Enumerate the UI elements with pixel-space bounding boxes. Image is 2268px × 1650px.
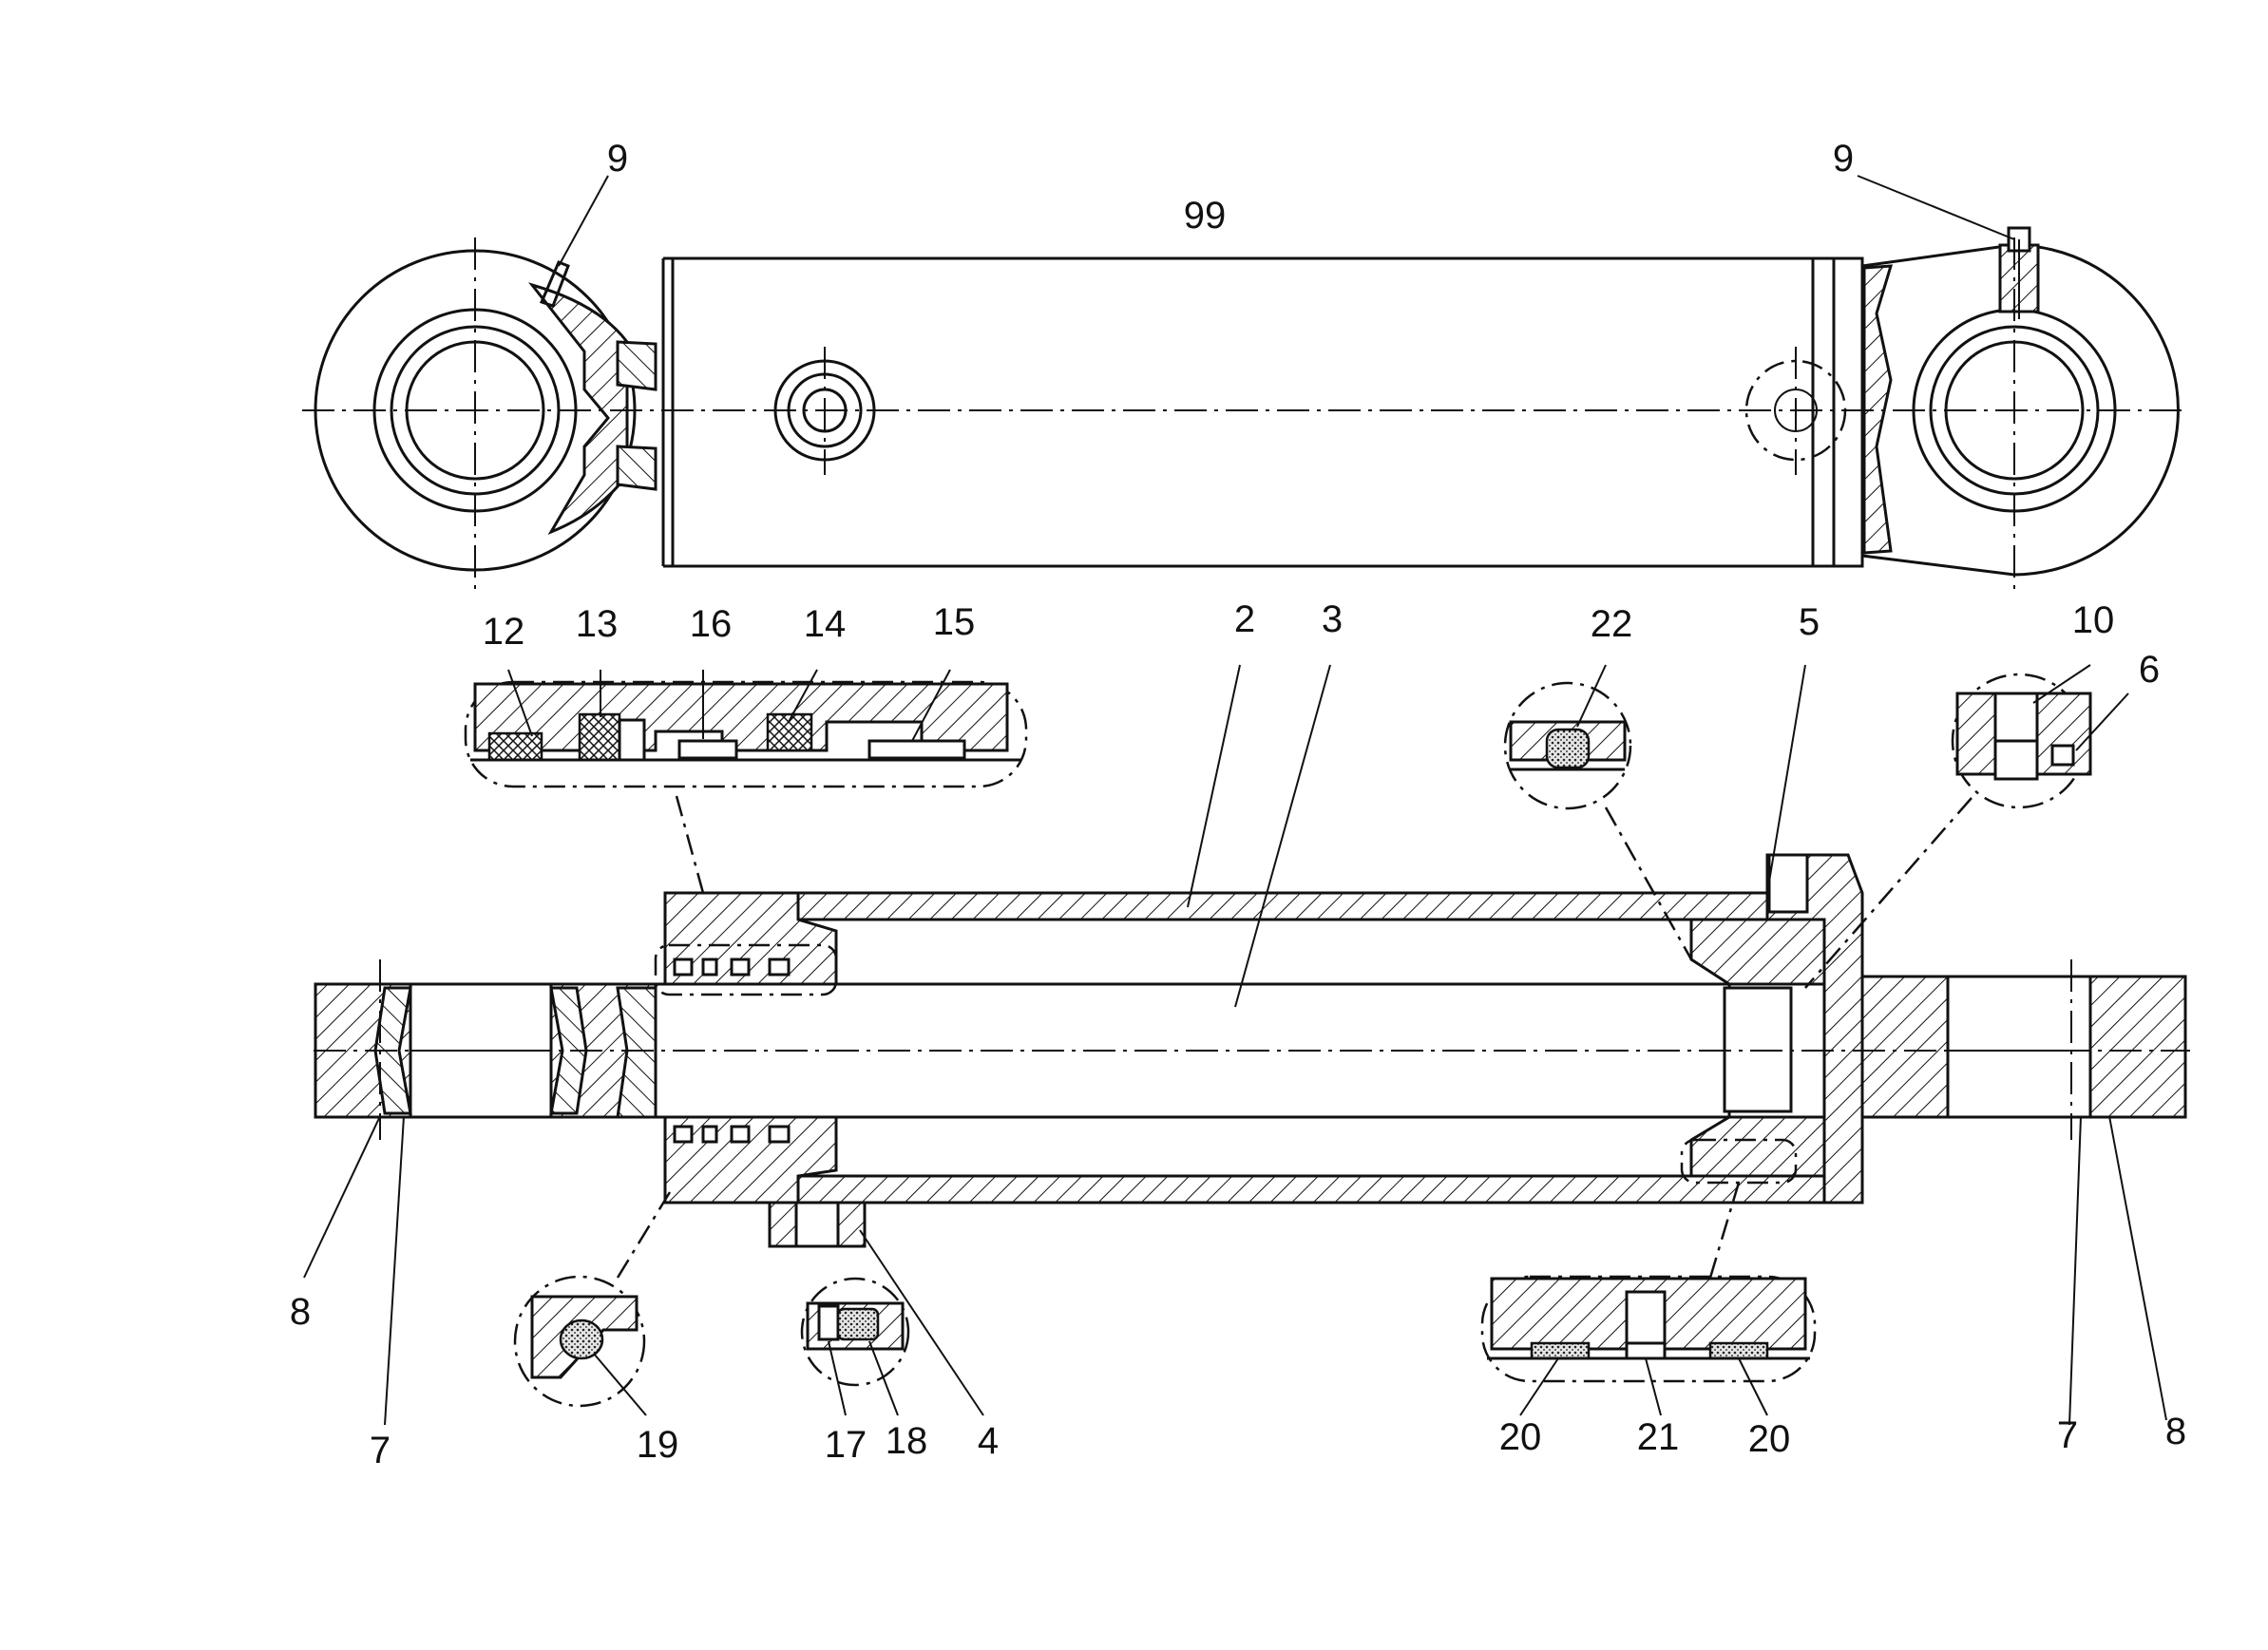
- callout-3: 3: [1322, 598, 1343, 640]
- callout-19: 19: [637, 1424, 679, 1466]
- callout-20-right: 20: [1748, 1418, 1791, 1460]
- top-view: [302, 226, 2185, 589]
- barrel-wall-bottom: [796, 1174, 1826, 1204]
- callout-5: 5: [1799, 601, 1820, 643]
- callout-10: 10: [2072, 599, 2115, 641]
- detail-20-21: [1480, 1275, 1817, 1383]
- callout-4: 4: [978, 1420, 999, 1462]
- callout-14: 14: [804, 603, 847, 645]
- detail-22: [1503, 681, 1632, 810]
- callout-16: 16: [690, 603, 733, 645]
- callout-18: 18: [886, 1420, 928, 1462]
- right-eye-outer: [1860, 243, 2180, 577]
- barrel-outline: [671, 256, 1864, 568]
- callout-2: 2: [1234, 598, 1255, 640]
- callout-9-left: 9: [607, 138, 628, 180]
- callout-labels: 99 9 9 12 13 16 14 15 2 3 22 5 10 6 8 7 …: [290, 138, 2186, 1471]
- callout-6: 6: [2139, 649, 2160, 691]
- detail-gland-seals: [464, 680, 1028, 788]
- end-cap: [1765, 853, 1864, 1204]
- rod-eye-right-bore: [1946, 975, 2092, 1119]
- callout-7-right: 7: [2057, 1414, 2078, 1456]
- callout-15: 15: [933, 601, 976, 643]
- callout-9-right: 9: [1833, 138, 1854, 180]
- callout-22: 22: [1591, 603, 1633, 645]
- piston-top: [1689, 918, 1826, 986]
- callout-13: 13: [576, 603, 619, 645]
- piston-bottom: [1689, 1115, 1826, 1178]
- leader-lines: [303, 175, 2167, 1426]
- callout-17: 17: [825, 1424, 867, 1466]
- callout-21: 21: [1637, 1416, 1680, 1458]
- barrel-wall-top: [796, 891, 1826, 921]
- callout-12: 12: [483, 611, 525, 653]
- detail-19: [513, 1275, 646, 1408]
- detail-17-18: [800, 1277, 910, 1387]
- callout-7-left: 7: [370, 1430, 391, 1471]
- detail-10-6: [1951, 673, 2092, 809]
- callout-8-right: 8: [2165, 1411, 2186, 1452]
- sectional-view: [314, 853, 2190, 1248]
- callout-20-left: 20: [1499, 1416, 1542, 1458]
- callout-8-left: 8: [290, 1291, 311, 1333]
- drawing-title: 99: [1184, 195, 1227, 237]
